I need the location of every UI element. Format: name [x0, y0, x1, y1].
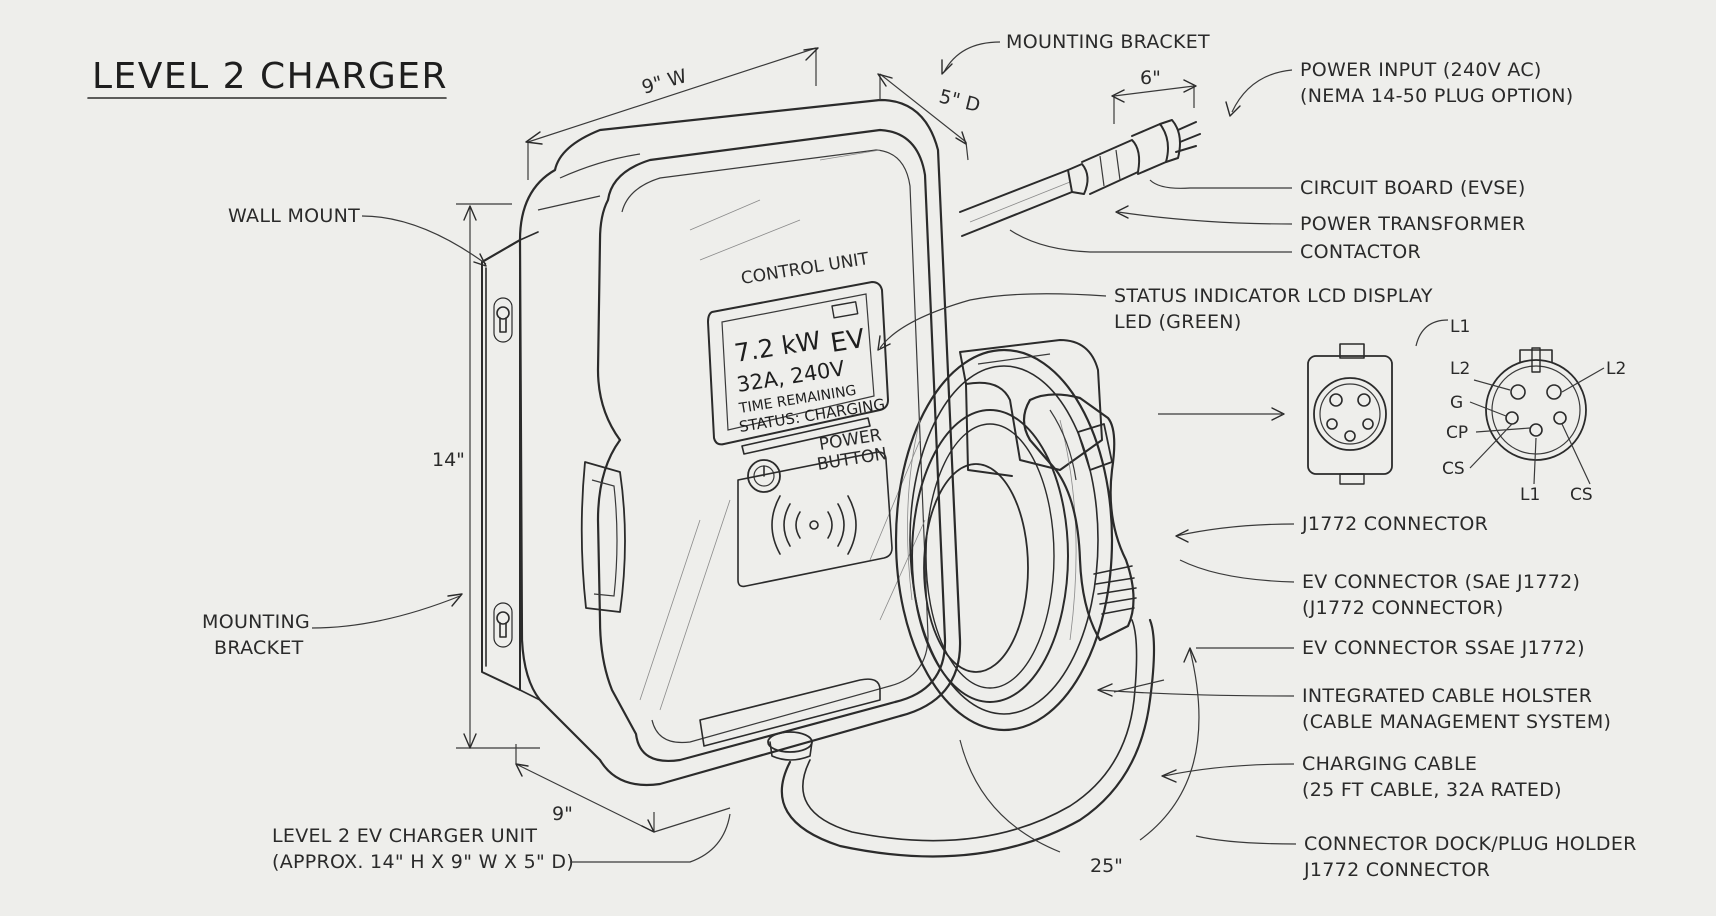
- ev-icon: EV: [828, 324, 867, 359]
- label-status-led-line1: STATUS INDICATOR LCD DISPLAY: [1114, 285, 1433, 307]
- power-button[interactable]: [747, 459, 781, 493]
- label-unit-line1: LEVEL 2 EV CHARGER UNIT: [272, 825, 537, 847]
- label-dock-line1: CONNECTOR DOCK/PLUG HOLDER: [1304, 833, 1637, 855]
- label-mounting-bracket-line2: BRACKET: [214, 637, 304, 659]
- leader-mounting-bracket-top: [943, 41, 1001, 73]
- dimension-depth-top: [877, 73, 969, 161]
- label-ev-connector-line2: (J1772 CONNECTOR): [1302, 597, 1504, 619]
- connector-pinout-diagram: [1485, 347, 1587, 461]
- supply-cord: [959, 123, 1169, 237]
- wall-bracket: [481, 231, 541, 701]
- leader-ev-connector: [1179, 559, 1295, 583]
- rfid-icon: [809, 520, 819, 530]
- label-power-input-line2: (NEMA 14-50 PLUG OPTION): [1300, 85, 1573, 107]
- pin-label-l2-right: L2: [1606, 359, 1626, 379]
- control-unit-label: CONTROL UNIT: [740, 249, 871, 289]
- connector-face-front: [1307, 343, 1393, 485]
- label-cable-line2: (25 FT CABLE, 32A RATED): [1302, 779, 1562, 801]
- dimension-label-cord: 6": [1140, 67, 1161, 89]
- dimension-cord: [1111, 79, 1197, 124]
- status-led-bar: [741, 417, 871, 455]
- charger-enclosure: [518, 98, 962, 786]
- leader-j1772: [1175, 523, 1295, 537]
- label-wall-mount: WALL MOUNT: [228, 205, 360, 227]
- leader-unit: [570, 813, 731, 863]
- leader-status-led: [879, 293, 1107, 349]
- j1772-handle: [1022, 393, 1137, 642]
- dimension-label-height: 14": [432, 449, 465, 471]
- leader-power-input: [1231, 69, 1293, 113]
- leader-dock: [1195, 835, 1297, 845]
- pin-label-l1-bottom: L1: [1520, 485, 1540, 505]
- label-dock-line2: J1772 CONNECTOR: [1303, 859, 1490, 881]
- dimension-height: [456, 203, 540, 749]
- leader-power-transformer: [1117, 211, 1293, 225]
- label-j1772: J1772 CONNECTOR: [1301, 513, 1488, 535]
- dimension-label-depth-top: 5" D: [937, 86, 983, 117]
- label-circuit-board: CIRCUIT BOARD (EVSE): [1300, 177, 1526, 199]
- pin-label-cs-left: CS: [1442, 459, 1465, 479]
- label-mounting-bracket-top: MOUNTING BRACKET: [1006, 31, 1210, 53]
- label-ev-connector-line1: EV CONNECTOR (SAE J1772): [1302, 571, 1580, 593]
- pin-label-cp: CP: [1446, 423, 1468, 443]
- pin-label-l1-top: L1: [1450, 317, 1470, 337]
- pin-label-g: G: [1450, 393, 1463, 413]
- label-mounting-bracket-line1: MOUNTING: [202, 611, 310, 633]
- keyhole-slot-top: [493, 297, 513, 343]
- dimension-label-width-bottom: 9": [552, 803, 573, 825]
- label-unit-line2: (APPROX. 14" H X 9" W X 5" D): [272, 851, 574, 873]
- charging-cable-coil: [780, 348, 1156, 858]
- label-status-led-line2: LED (GREEN): [1114, 311, 1242, 333]
- label-holster-line1: INTEGRATED CABLE HOLSTER: [1302, 685, 1592, 707]
- label-holster-line2: (CABLE MANAGEMENT SYSTEM): [1302, 711, 1611, 733]
- leader-holster: [1099, 689, 1295, 697]
- leader-mounting-bracket: [311, 595, 461, 629]
- label-contactor: CONTACTOR: [1300, 241, 1421, 263]
- leader-contactor: [1009, 229, 1292, 253]
- leader-cable: [1163, 763, 1295, 777]
- arrowhead: [1271, 407, 1285, 421]
- dimension-width-bottom: [515, 744, 731, 833]
- diagram-title: LEVEL 2 CHARGER: [92, 56, 448, 97]
- leader-wall-mount: [361, 215, 487, 265]
- rfid-reader: [737, 451, 893, 588]
- pin-label-cs-right: CS: [1570, 485, 1593, 505]
- label-ev-connector-2: EV CONNECTOR SSAE J1772): [1302, 637, 1585, 659]
- pin-label-l2-left: L2: [1450, 359, 1470, 379]
- label-cable-line1: CHARGING CABLE: [1302, 753, 1477, 775]
- dimension-label-width-top: 9" W: [639, 65, 689, 99]
- dimension-label-cable: 25": [1090, 855, 1123, 877]
- leader-cable-mid: [1113, 679, 1165, 693]
- keyhole-slot-bottom: [493, 602, 513, 648]
- label-power-transformer: POWER TRANSFORMER: [1300, 213, 1526, 235]
- dimension-cable: [959, 647, 1200, 853]
- leader-circuit-board: [1149, 179, 1292, 189]
- leader-pinout: [1415, 319, 1449, 347]
- dimension-width-top: [525, 47, 819, 180]
- label-power-input-line1: POWER INPUT (240V AC): [1300, 59, 1542, 81]
- battery-icon: [831, 301, 859, 319]
- nema-plug: [1159, 119, 1201, 163]
